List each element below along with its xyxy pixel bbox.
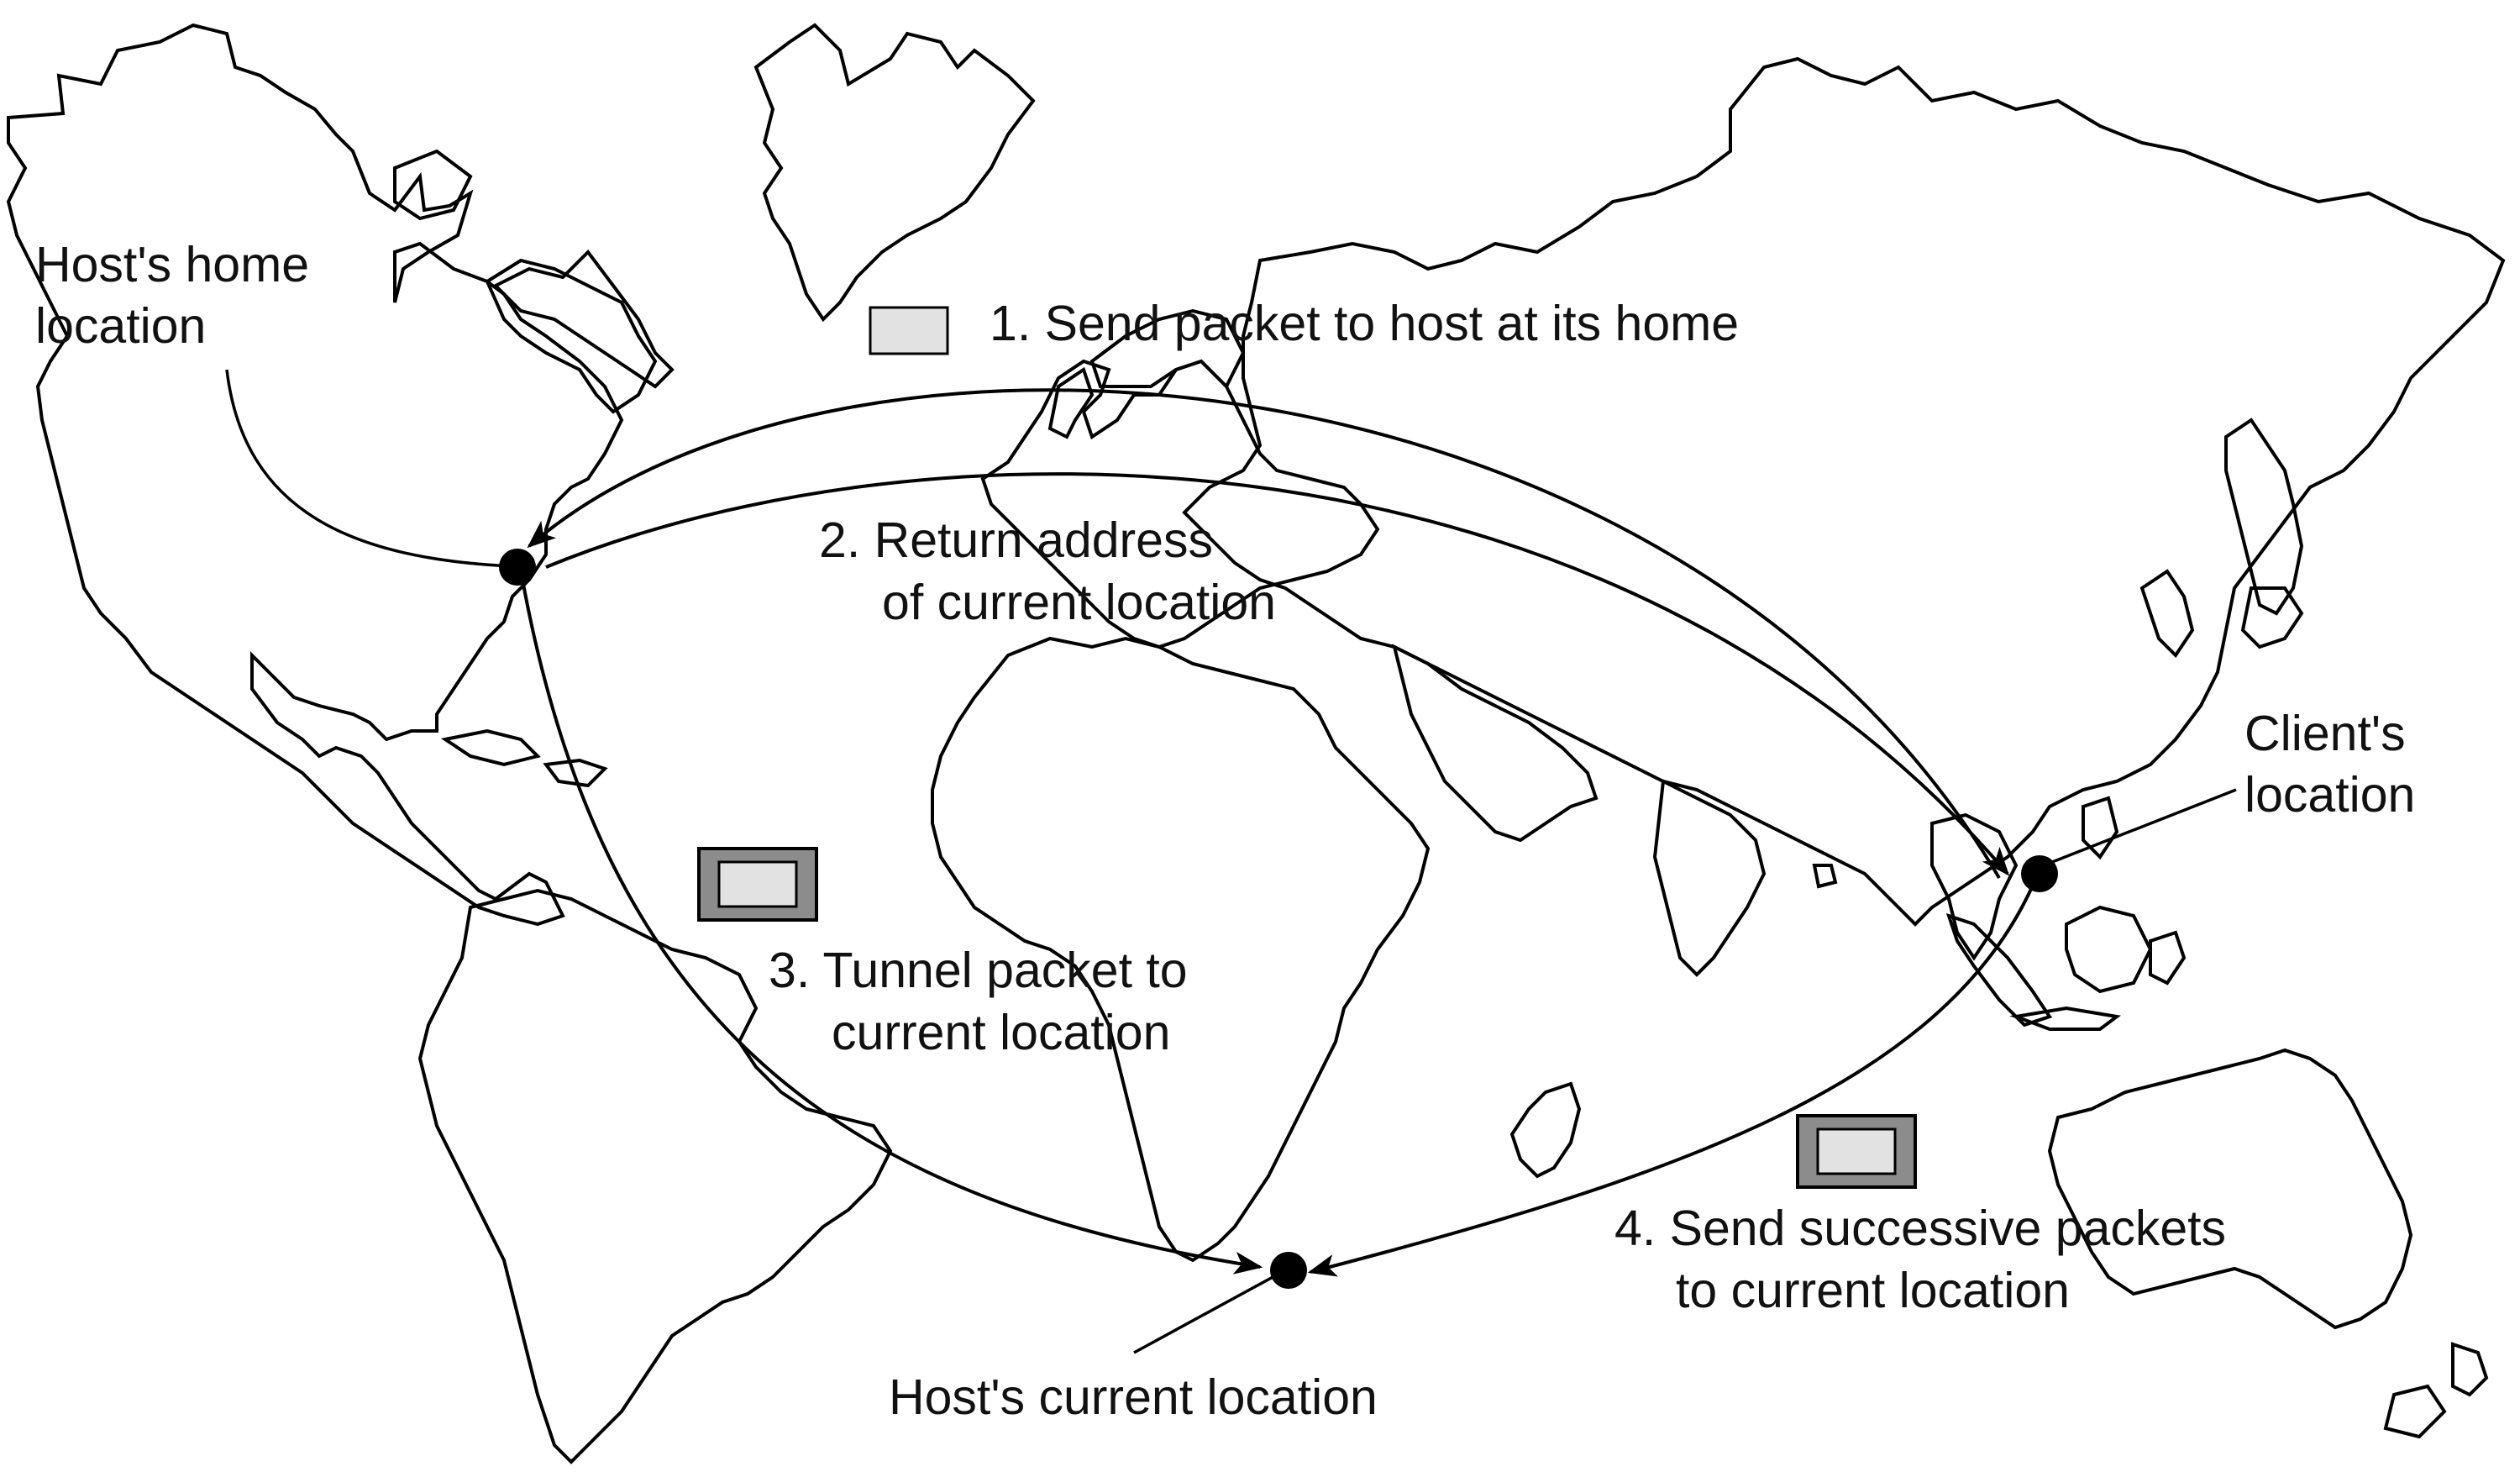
arctic-island-outline xyxy=(393,149,473,221)
home-leader-line xyxy=(225,369,513,568)
caribbean-island-outline xyxy=(440,728,541,767)
indochina-outline xyxy=(1930,812,2019,961)
borneo-outline xyxy=(2065,905,2153,994)
step-4-label: 4. Send successive packets to current lo… xyxy=(1614,1201,2239,1318)
world-map xyxy=(6,23,2506,1464)
current-location-dot xyxy=(1270,1252,1307,1289)
new-zealand-outline xyxy=(2451,1342,2489,1397)
australia-outline xyxy=(2047,1048,2413,1330)
step-1-label: 1. Send packet to host at its home xyxy=(990,296,1739,351)
routes xyxy=(521,388,2033,1277)
step-4-line-1: 4. Send successive packets xyxy=(1614,1201,2226,1256)
greenland-outline xyxy=(753,23,1036,323)
africa-outline xyxy=(931,636,1431,1263)
hudson-bay-outline xyxy=(485,258,658,414)
home-label-line-1: Host's home xyxy=(35,237,309,292)
japan-outline xyxy=(2224,418,2304,616)
sumatra-outline xyxy=(1945,912,2053,1028)
uk-outline xyxy=(1047,366,1095,439)
japan-south-outline xyxy=(2240,586,2304,649)
korea-outline xyxy=(2139,569,2195,659)
new-zealand-south-outline xyxy=(2383,1384,2447,1439)
india-outline xyxy=(1652,778,1767,977)
client-location-dot xyxy=(2021,855,2058,892)
sri-lanka-outline xyxy=(1812,864,1838,889)
scandinavia-outline xyxy=(1089,308,1246,390)
client-leader-line xyxy=(2043,788,2237,867)
packet-icon-plain xyxy=(869,306,949,355)
current-leader-line xyxy=(1133,1269,1286,1354)
step-3-line-1: 3. Tunnel packet to xyxy=(769,943,1188,998)
step-3-label: 3. Tunnel packet to current location xyxy=(769,943,1201,1060)
sulawesi-outline xyxy=(2149,930,2187,986)
step-4-line-2: to current location xyxy=(1676,1263,2070,1318)
step-2-line-1: 2. Return address xyxy=(819,512,1213,568)
route-2-return-address xyxy=(545,472,2010,876)
java-outline xyxy=(2009,1006,2121,1031)
home-location-dot xyxy=(499,549,536,586)
arabian-peninsula-outline xyxy=(1392,644,1599,843)
route-3-tunnel xyxy=(521,579,1263,1275)
step-2-label: 2. Return address of current location xyxy=(819,512,1276,630)
south-america-outline xyxy=(417,888,893,1464)
route-1-send-to-home xyxy=(527,388,2001,880)
step-3-line-2: current location xyxy=(832,1005,1170,1060)
caribbean-island-2-outline xyxy=(543,758,608,788)
client-location-label: Client's location xyxy=(2244,706,2419,823)
current-location-label: Host's current location xyxy=(889,1369,1378,1425)
client-label-line-1: Client's xyxy=(2244,706,2406,761)
client-label-line-2: location xyxy=(2244,767,2415,823)
packet-icon-tunneled-2 xyxy=(1796,1114,1917,1189)
philippines-outline xyxy=(2082,796,2119,860)
europe-outline xyxy=(980,359,1380,649)
home-location-label: Host's home location xyxy=(35,237,323,354)
asia-outline xyxy=(1182,56,2506,927)
north-america-outline xyxy=(6,23,624,927)
step-2-line-2: of current location xyxy=(882,575,1276,630)
madagascar-outline xyxy=(1509,1081,1582,1179)
home-label-line-2: location xyxy=(35,298,206,354)
packet-icon-tunneled-1 xyxy=(697,847,818,922)
baffin-island-outline xyxy=(492,249,675,389)
leader-lines xyxy=(225,369,2237,1354)
route-4-successive-packets xyxy=(1307,888,2033,1277)
